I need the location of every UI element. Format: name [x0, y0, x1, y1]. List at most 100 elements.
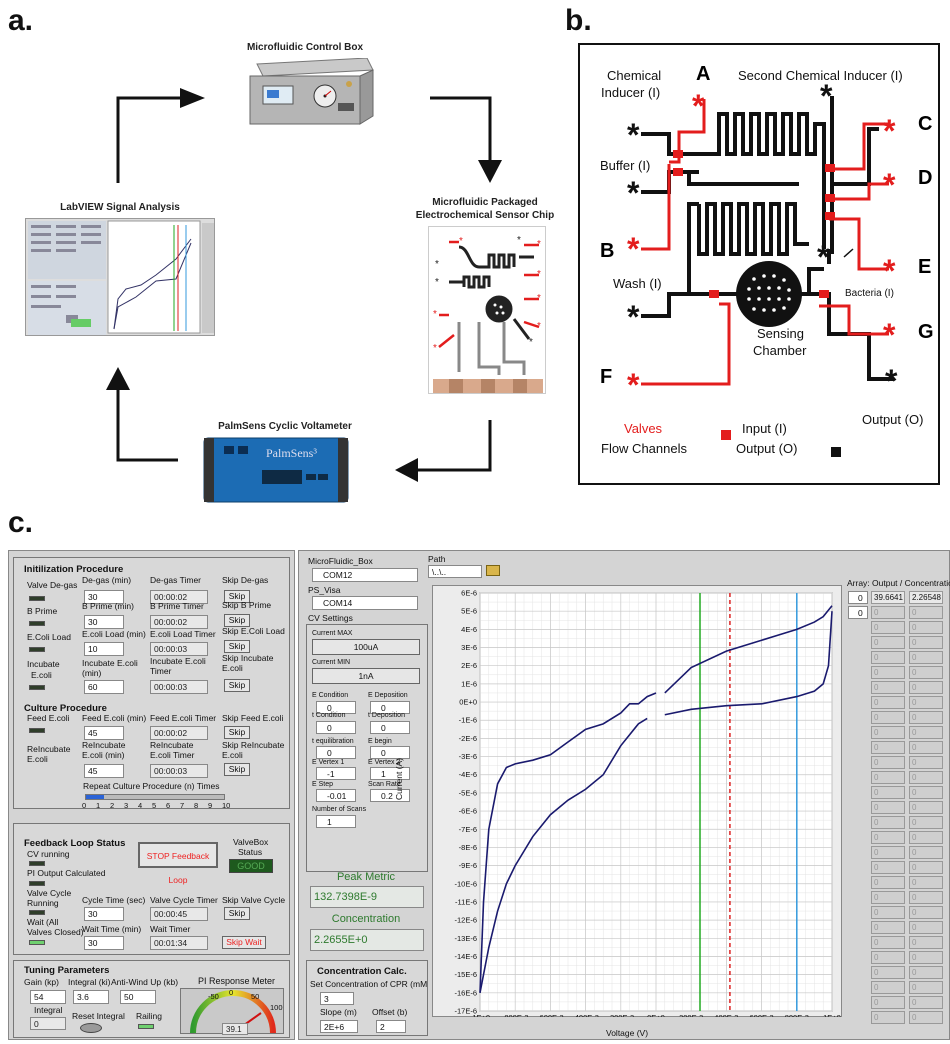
- railing-label: Railing: [136, 1011, 162, 1021]
- valve-timer-label: Valve Cycle Timer: [150, 895, 218, 905]
- array-cell: 0: [871, 636, 905, 649]
- set-conc-input[interactable]: 3: [320, 992, 354, 1005]
- t-condition-input[interactable]: 0: [316, 721, 356, 734]
- incubate-label: Incubate: [27, 659, 60, 669]
- t-deposition-label: t Deposition: [368, 712, 405, 719]
- slope-input[interactable]: 2E+6: [320, 1020, 358, 1033]
- e-step-input[interactable]: -0.01: [316, 789, 356, 802]
- current-min-select[interactable]: 1nA: [312, 668, 420, 684]
- conc-calc-title: Concentration Calc.: [317, 966, 407, 977]
- output-label: Output (O): [862, 412, 924, 427]
- repeat-scale-tick: 10: [222, 801, 231, 810]
- array-cell: 0: [909, 666, 943, 679]
- array-cell: 0: [909, 651, 943, 664]
- offset-input[interactable]: 2: [376, 1020, 406, 1033]
- degas-timer: 00:00:02: [150, 590, 208, 604]
- array-cell: 0: [909, 891, 943, 904]
- ecoli-load-label: E.Coli Load: [27, 632, 71, 642]
- array-cell: 0: [871, 681, 905, 694]
- skip-bprime-button[interactable]: Skip: [224, 614, 250, 627]
- svg-text:*: *: [883, 253, 896, 289]
- array-cell: 0: [871, 876, 905, 889]
- valve-G-letter: G: [918, 321, 934, 343]
- e-deposition-input[interactable]: 0: [370, 701, 410, 714]
- skip-degas-button[interactable]: Skip: [224, 590, 250, 603]
- stop-feedback-button[interactable]: STOP Feedback Loop: [138, 842, 218, 885]
- svg-text:*: *: [529, 337, 533, 348]
- antiwind-input[interactable]: 50: [120, 990, 156, 1004]
- skip-valve-button[interactable]: Skip: [224, 907, 250, 920]
- y-tick-label: 5E-6: [461, 607, 477, 616]
- skip-feed-button[interactable]: Skip: [224, 726, 250, 739]
- repeat-slider[interactable]: [85, 794, 225, 800]
- bprime-min-input[interactable]: 30: [84, 615, 124, 629]
- reset-integral-button[interactable]: [80, 1023, 102, 1033]
- array-cell: 0: [909, 921, 943, 934]
- gain-label: Gain (kp): [24, 977, 59, 987]
- folder-icon[interactable]: [486, 565, 500, 576]
- svg-text:*: *: [883, 317, 896, 353]
- array-cell: 0: [909, 861, 943, 874]
- mf-box-select[interactable]: COM12: [312, 568, 418, 582]
- e-vertex2-input[interactable]: 1: [370, 767, 410, 780]
- num-scans-input[interactable]: 1: [316, 815, 356, 828]
- cv-curve: [664, 605, 833, 694]
- reinc-timer: 00:00:03: [150, 764, 208, 778]
- t-equil-input[interactable]: 0: [316, 746, 356, 759]
- panel-b-frame: [578, 43, 940, 485]
- integral-label: Integral (ki): [68, 977, 111, 987]
- y-tick-label: 2E-6: [461, 661, 477, 670]
- t-deposition-input[interactable]: 0: [370, 721, 410, 734]
- sensor-chip-image: ******* ****: [428, 226, 546, 394]
- chip-caption-1: Microfluidic Packaged: [432, 197, 538, 208]
- reinc-min-input[interactable]: 45: [84, 764, 124, 778]
- array-index-1[interactable]: 0: [848, 591, 868, 604]
- path-input[interactable]: \..\..: [428, 565, 482, 578]
- array-cell: 0: [871, 666, 905, 679]
- wait-time-input[interactable]: 30: [84, 936, 124, 950]
- e-deposition-label: E Deposition: [368, 692, 408, 699]
- y-tick-label: 3E-6: [461, 643, 477, 652]
- array-cell: 0: [909, 636, 943, 649]
- degas-min-input[interactable]: 30: [84, 590, 124, 604]
- current-max-select[interactable]: 100uA: [312, 639, 420, 655]
- labview-thumbnail: [25, 218, 215, 336]
- skip-ecoli-load-button[interactable]: Skip: [224, 640, 250, 653]
- ps-visa-label: PS_Visa: [308, 585, 341, 595]
- array-cell: 0: [871, 756, 905, 769]
- integral-input[interactable]: 3.6: [73, 990, 109, 1004]
- y-tick-label: -14E-6: [454, 952, 477, 961]
- reinc-min-label-2: E.coli (min): [82, 750, 125, 760]
- pi-meter-value: 39.1: [222, 1023, 248, 1035]
- array-cell: 0: [909, 606, 943, 619]
- mf-box-label: MicroFluidic_Box: [308, 556, 373, 566]
- valvebox-status-indicator: GOOD: [229, 859, 273, 873]
- x-axis-label: Voltage (V): [606, 1028, 649, 1038]
- scan-rate-input[interactable]: 0.2: [370, 789, 410, 802]
- skip-reinc-button[interactable]: Skip: [224, 763, 250, 776]
- skip-incubate-button[interactable]: Skip: [224, 679, 250, 692]
- y-tick-label: -16E-6: [454, 988, 477, 997]
- cycle-time-input[interactable]: 30: [84, 907, 124, 921]
- array-cell: 0: [909, 876, 943, 889]
- e-vertex1-input[interactable]: -1: [316, 767, 356, 780]
- ps-visa-select[interactable]: COM14: [312, 596, 418, 610]
- skip-wait-button[interactable]: Skip Wait: [222, 936, 266, 949]
- feed-min-input[interactable]: 45: [84, 726, 124, 740]
- e-begin-input[interactable]: 0: [370, 746, 410, 759]
- ecoli-load-min-input[interactable]: 10: [84, 642, 124, 656]
- path-label: Path: [428, 554, 446, 564]
- y-tick-label: -13E-6: [454, 934, 477, 943]
- gain-input[interactable]: 54: [30, 990, 66, 1004]
- array-index-2[interactable]: 0: [848, 606, 868, 619]
- y-tick-label: -15E-6: [454, 970, 477, 979]
- array-cell: 0: [909, 801, 943, 814]
- incubate-min-input[interactable]: 60: [84, 680, 124, 694]
- e-condition-input[interactable]: 0: [316, 701, 356, 714]
- y-tick-label: -9E-6: [459, 861, 477, 870]
- set-conc-label: Set Concentration of CPR (mM: [310, 979, 428, 989]
- svg-text:*: *: [820, 78, 833, 114]
- svg-text:*: *: [817, 239, 830, 275]
- scan-rate-label: Scan Rate: [368, 781, 401, 788]
